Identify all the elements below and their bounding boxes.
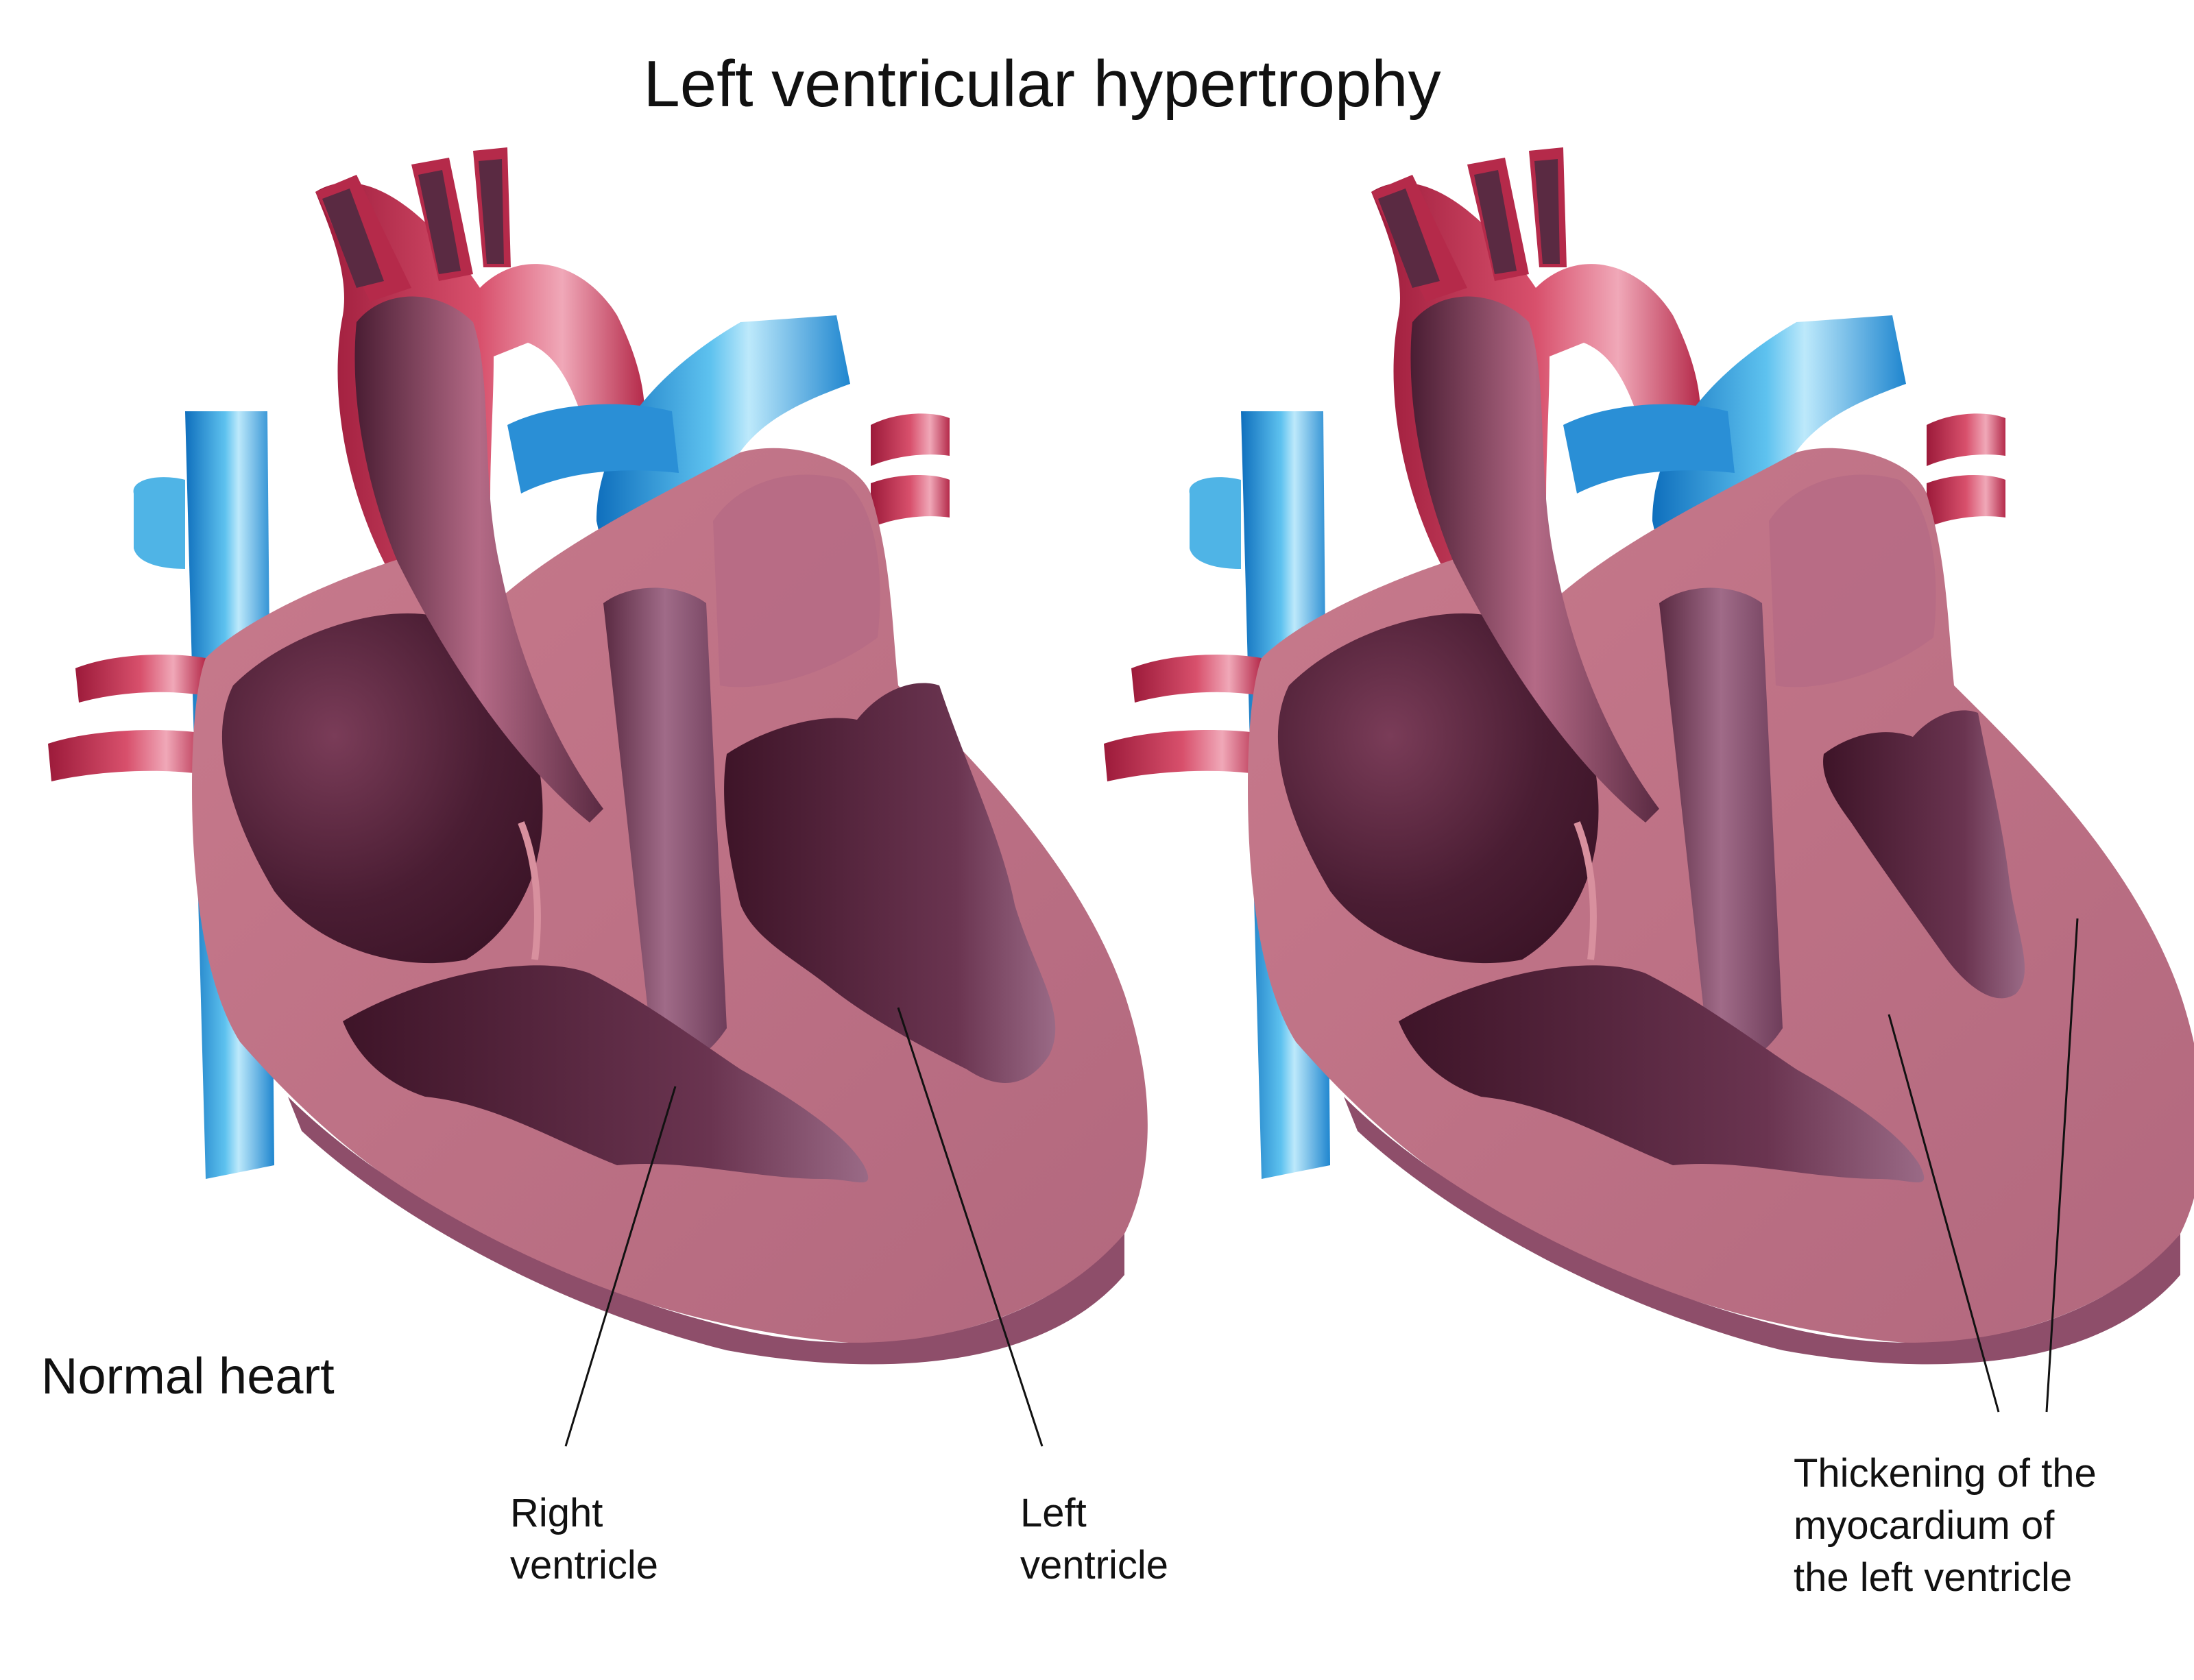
normal-heart-illustration [48,147,1148,1447]
normal-heart-label: Normal heart [41,1348,335,1404]
left-ventricle-pointer [897,1007,1044,1447]
right-ventricle-chamber [343,965,869,1182]
left-ventricle-chamber [724,683,1056,1083]
myocardium-thickening-label: Thickening of the myocardium of the left… [1794,1451,2097,1600]
left-ventricle-chamber-narrow [1823,710,2025,999]
left-ventricle-label: Left ventricle [1020,1491,1168,1587]
right-ventricle-pointer [564,1086,677,1447]
right-ventricle-label: Right ventricle [510,1491,658,1587]
thickening-pointer-2 [2045,918,2079,1413]
diagram-title: Left ventricular hypertrophy [643,47,1441,121]
thickening-pointer-1 [1888,1014,2000,1413]
right-ventricle-chamber [1399,965,1925,1182]
hypertrophy-heart-illustration [1104,147,2194,1413]
